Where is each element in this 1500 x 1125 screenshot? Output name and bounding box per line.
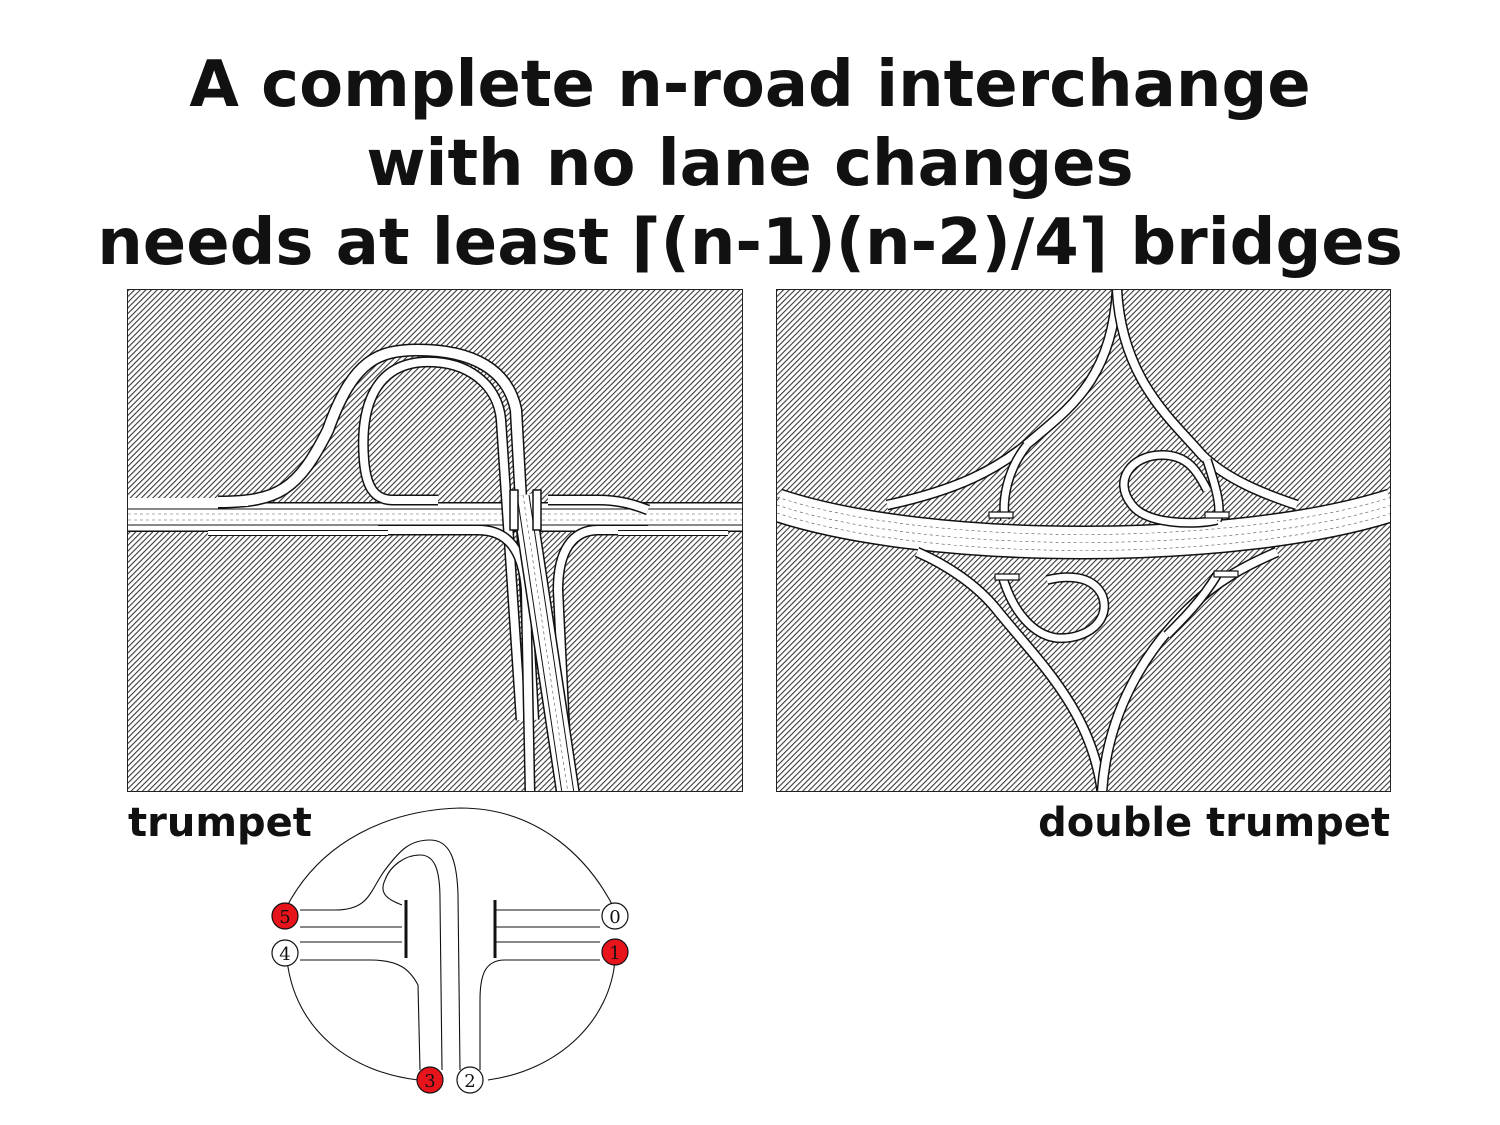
outer-arc-left [286,959,419,1081]
edge-5-loop-outer [300,839,461,1071]
node-2: 2 [456,1066,484,1094]
page-title: A complete n-road interchange with no la… [0,46,1500,283]
double-trumpet-diagram [776,289,1391,792]
bridge-markers [988,511,1239,581]
edge-4-down [300,959,421,1071]
trumpet-caption: trumpet [128,800,312,846]
edge-loop-inner [382,854,443,1071]
bridge-markers [509,489,542,531]
svg-text:0: 0 [609,907,620,928]
trumpet-diagram [127,289,743,792]
terrain-hatch [128,290,742,791]
loop-ramp [128,343,651,721]
svg-text:3: 3 [424,1071,435,1092]
bottom-ramps [914,546,1280,791]
node-1: 1 [601,938,629,966]
vertical-highway [511,493,580,791]
node-0: 0 [601,902,629,930]
outer-arc-right [487,959,616,1081]
svg-text:1: 1 [609,943,620,964]
node-4: 4 [271,939,299,967]
node-3: 3 [416,1066,444,1094]
outer-arc-top [284,807,616,911]
double-trumpet-caption: double trumpet [1038,800,1390,846]
edge-1-down [479,959,600,1070]
svg-text:2: 2 [464,1071,475,1092]
main-highway [777,488,1390,560]
title-line-2: with no lane changes [366,127,1134,201]
node-5: 5 [271,902,299,930]
main-highway [128,502,742,532]
title-line-1: A complete n-road interchange [189,48,1311,122]
svg-text:5: 5 [279,907,290,928]
title-line-3: needs at least ⌈(n-1)(n-2)/4⌉ bridges [97,206,1403,280]
schematic-diagram: 0 1 2 3 4 5 [260,800,640,1114]
svg-text:4: 4 [279,944,290,965]
